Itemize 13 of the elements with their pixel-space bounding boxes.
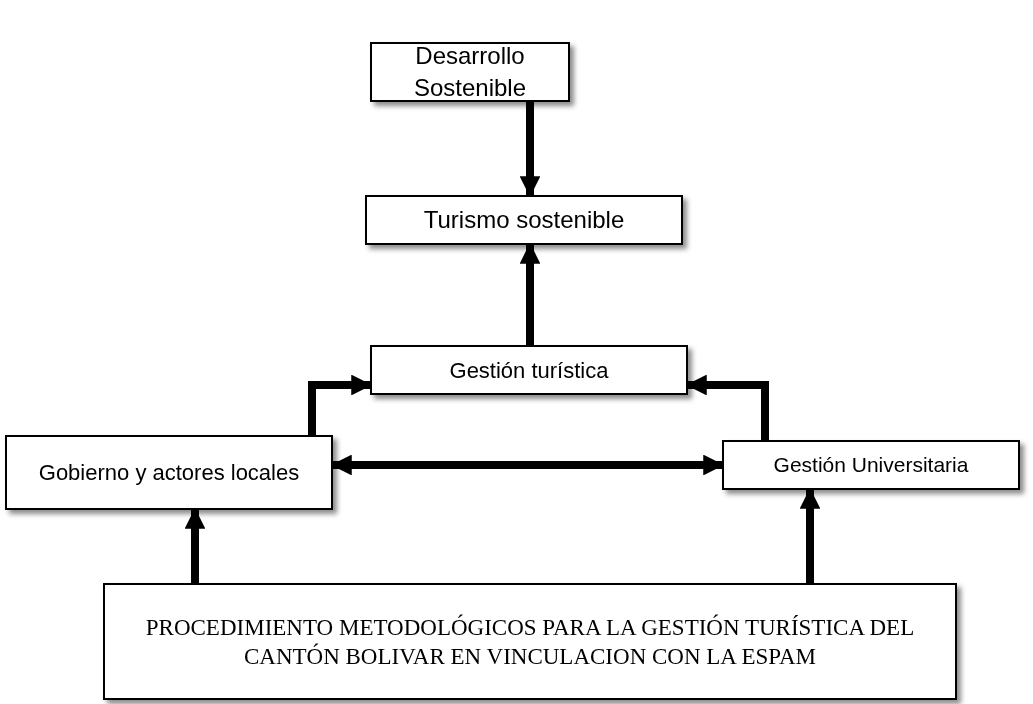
box-text: PROCEDIMIENTO METODOLÓGICOS PARA LA GESTIÓN TURÍSTICA DEL CANTÓN BOLIVAR EN VINCULACION CON LA ESPAM <box>144 613 916 671</box>
box-text: Turismo sostenible <box>423 205 625 235</box>
process-box <box>5 435 333 510</box>
process-box <box>370 42 570 102</box>
process-box <box>370 345 688 395</box>
box-text: Gestión Universitaria <box>773 452 969 479</box>
box-text: Gobierno y actores locales <box>38 458 300 487</box>
process-box <box>103 583 957 700</box>
arrow <box>519 102 541 198</box>
process-box <box>722 440 1020 490</box>
box-text: Desarrollo Sostenible <box>412 41 528 103</box>
process-box <box>365 195 683 245</box>
box-text: Gestión turística <box>449 356 609 385</box>
